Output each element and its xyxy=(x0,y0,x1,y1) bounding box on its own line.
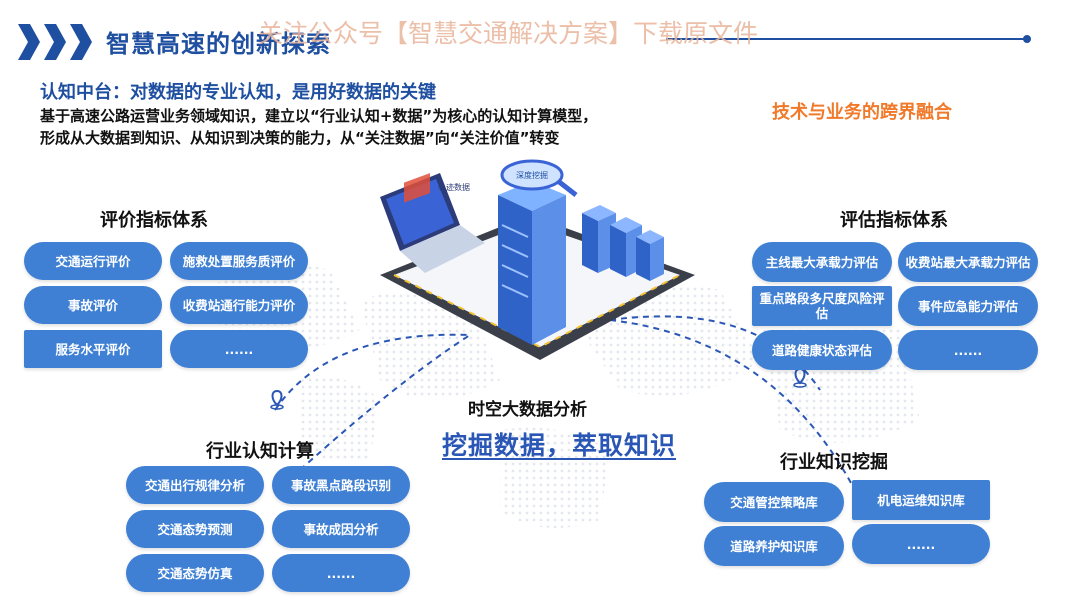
compute-item-situation-forecast: 交通态势预测 xyxy=(126,510,264,548)
location-pin-icon xyxy=(270,389,284,410)
group-title-industry-compute: 行业认知计算 xyxy=(206,441,314,462)
compute-item-more: ...... xyxy=(272,554,410,592)
screen-label: 轨迹数据 xyxy=(438,182,470,192)
chevron-icon xyxy=(68,22,94,62)
compute-item-travel-pattern: 交通出行规律分析 xyxy=(126,466,264,504)
eval-item-rescue-quality: 施救处置服务质评价 xyxy=(170,242,308,280)
assess-item-mainline-capacity: 主线最大承载力评估 xyxy=(752,242,892,282)
dashed-arc-left xyxy=(274,333,471,411)
compute-item-blackspot: 事故黑点路段识别 xyxy=(272,466,410,504)
right-note: 技术与业务的跨界融合 xyxy=(772,102,952,123)
intro-line-2: 形成从大数据到知识、从知识到决策的能力，从“关注数据”向“关注价值”转变 xyxy=(40,129,560,147)
group-title-knowledge-mining: 行业知识挖掘 xyxy=(780,452,888,473)
eval-item-toll-capacity: 收费站通行能力评价 xyxy=(170,286,308,324)
magnifier-label: 深度挖掘 xyxy=(516,170,548,180)
page-title: 智慧高速的创新探索 xyxy=(106,30,331,58)
group-title-assess-index: 评估指标体系 xyxy=(840,210,948,231)
intro-line-1: 基于高速公路运营业务领域知识，建立以“行业认知+数据”为核心的认知计算模型， xyxy=(40,107,598,125)
assess-item-road-health: 道路健康状态评估 xyxy=(752,330,892,370)
group-title-eval-index: 评价指标体系 xyxy=(100,210,208,231)
eval-item-accident: 事故评价 xyxy=(24,286,162,324)
intro-description: 基于高速公路运营业务领域知识，建立以“行业认知+数据”为核心的认知计算模型， 形… xyxy=(40,105,760,149)
assess-item-emergency: 事件应急能力评估 xyxy=(898,286,1038,326)
eval-item-traffic-operation: 交通运行评价 xyxy=(24,242,162,280)
assess-item-more: ...... xyxy=(898,330,1038,370)
dashed-arc-right-lower xyxy=(609,319,861,501)
dashed-arc-left-lower xyxy=(299,334,471,471)
map-dots xyxy=(190,264,920,528)
compute-item-simulation: 交通态势仿真 xyxy=(126,554,264,592)
center-slogan: 挖掘数据，萃取知识 xyxy=(442,431,677,460)
compute-item-cause-analysis: 事故成因分析 xyxy=(272,510,410,548)
mining-item-mechatronics: 机电运维知识库 xyxy=(852,480,990,520)
chevron-icon xyxy=(16,22,42,62)
intro-subtitle: 认知中台：对数据的专业认知，是用好数据的关键 xyxy=(40,82,436,103)
mining-item-road-maintenance: 道路养护知识库 xyxy=(704,526,844,566)
data-center-illustration: 轨迹数据 深度挖掘 xyxy=(380,159,695,360)
laptop-icon xyxy=(380,173,485,273)
header-divider-dot xyxy=(1023,35,1031,43)
server-rack-icon xyxy=(582,205,664,281)
center-title: 时空大数据分析 xyxy=(468,400,587,420)
watermark: 关注公众号【智慧交通解决方案】下载原文件 xyxy=(258,19,759,48)
mining-item-more: ...... xyxy=(852,524,990,564)
server-tower-icon xyxy=(498,181,566,345)
assess-item-toll-capacity: 收费站最大承载力评估 xyxy=(898,242,1038,282)
mining-item-control-strategy: 交通管控策略库 xyxy=(704,482,844,522)
eval-item-service-level: 服务水平评价 xyxy=(24,330,162,368)
eval-item-more: ...... xyxy=(170,330,308,368)
magnifier-icon xyxy=(500,159,578,197)
assess-item-segment-risk: 重点路段多尺度风险评估 xyxy=(752,286,892,326)
header-divider xyxy=(666,38,1026,40)
chevron-icon xyxy=(42,22,68,62)
dashed-arc-right xyxy=(609,315,821,391)
